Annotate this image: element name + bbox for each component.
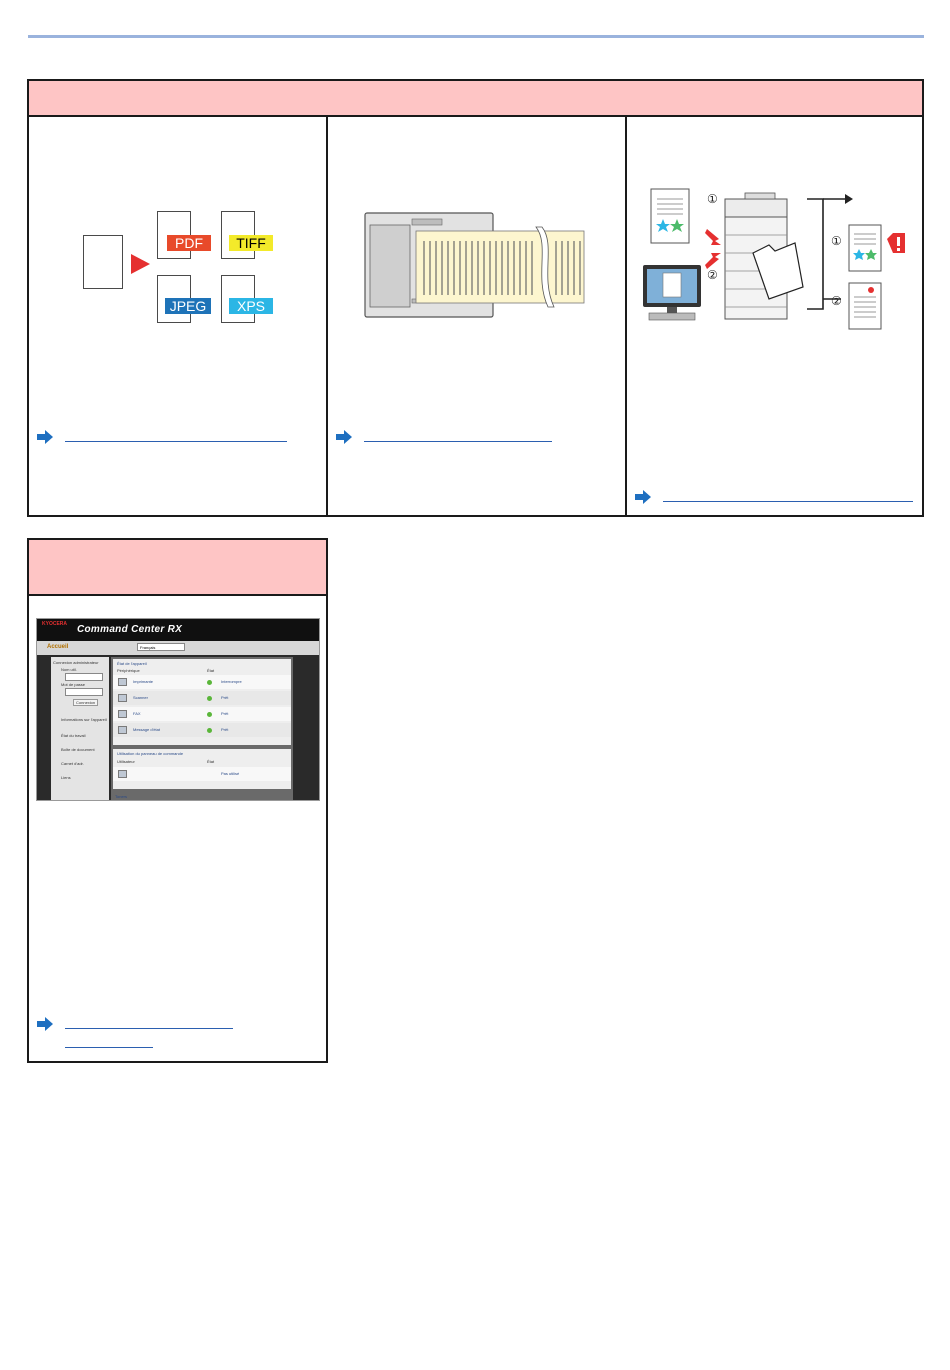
reference-link[interactable] xyxy=(635,489,915,505)
nav-address-book: Carnet d'adr. xyxy=(61,761,84,766)
pdf-format-label: PDF xyxy=(167,235,211,251)
nav-job-status: État du travail xyxy=(61,733,86,738)
reference-link[interactable] xyxy=(336,429,596,445)
device-row: FAX Prêt xyxy=(113,707,291,721)
device-status: Prêt xyxy=(221,711,229,716)
device-status-box: État de l'appareil Périphérique État Imp… xyxy=(113,659,291,745)
col-device: Périphérique xyxy=(117,668,140,673)
username-label: Nom util. xyxy=(61,667,77,672)
password-label: Mot de passe xyxy=(61,682,86,687)
nav-document-box: Boîte de document xyxy=(61,747,95,752)
column-divider xyxy=(326,115,328,515)
feature-panel-command-center: KYOCERA Command Center RX Accueil França… xyxy=(27,538,328,1063)
scanner-icon xyxy=(118,694,127,702)
svg-text:①: ① xyxy=(707,192,718,206)
app-title: Command Center RX xyxy=(77,624,183,635)
device-status: Prêt xyxy=(221,727,229,732)
long-original-scan-illustration xyxy=(364,212,585,318)
device-name: FAX xyxy=(133,711,141,716)
svg-text:②: ② xyxy=(707,268,718,282)
svg-text:①: ① xyxy=(831,234,842,248)
nav-device-info: Informations sur l'appareil xyxy=(61,717,107,722)
panel-usage-heading: Utilisation du panneau de commande xyxy=(117,751,184,756)
tiff-format-label: TIFF xyxy=(229,235,273,251)
screenshot-main: État de l'appareil Périphérique État Imp… xyxy=(111,657,293,800)
password-field xyxy=(65,688,103,696)
link-underline xyxy=(663,501,913,502)
link-arrow-icon xyxy=(37,430,53,444)
link-underline xyxy=(65,1028,233,1029)
language-select: Français xyxy=(137,643,185,651)
panel-header xyxy=(29,81,922,117)
jpeg-format-label: JPEG xyxy=(165,298,211,314)
brand-logo: KYOCERA xyxy=(42,621,68,627)
column-divider xyxy=(625,115,627,515)
reference-link[interactable] xyxy=(37,1016,297,1032)
screenshot-sidebar: Connexion administrateur Nom util. Mot d… xyxy=(51,657,109,800)
col-user: Utilisateur xyxy=(117,759,135,764)
status-dot xyxy=(207,728,212,733)
device-name: Imprimante xyxy=(133,679,154,684)
link-underline xyxy=(364,441,552,442)
user-status: Pas utilisé xyxy=(221,771,240,776)
fax-icon xyxy=(118,710,127,718)
link-underline xyxy=(65,441,287,442)
user-row: Pas utilisé xyxy=(113,767,291,781)
user-icon xyxy=(118,770,127,778)
command-center-screenshot: KYOCERA Command Center RX Accueil França… xyxy=(36,618,320,801)
col-status: État xyxy=(207,668,215,673)
device-name: Scanner xyxy=(133,695,148,700)
feature-cell-file-formats: PDF TIFF JPEG XPS xyxy=(29,115,326,515)
home-link: Accueil xyxy=(47,644,69,650)
device-name: Message d'état xyxy=(133,727,161,732)
device-row: Imprimante Interrompre xyxy=(113,675,291,689)
link-arrow-icon xyxy=(336,430,352,444)
panel-usage-box: Utilisation du panneau de commande Utili… xyxy=(113,749,291,789)
status-dot xyxy=(207,680,212,685)
device-status: Interrompre xyxy=(221,679,242,684)
login-button: Connexion xyxy=(73,699,99,706)
link-arrow-icon xyxy=(635,490,651,504)
status-dot xyxy=(207,696,212,701)
printer-icon xyxy=(118,678,127,686)
feature-cell-long-original xyxy=(328,115,625,515)
username-field xyxy=(65,673,103,681)
convert-arrow-icon xyxy=(131,254,150,274)
device-row: Scanner Prêt xyxy=(113,691,291,705)
top-rule xyxy=(28,35,924,38)
feature-cell-job-flow: ① ② ① ② xyxy=(627,115,922,515)
reference-link[interactable] xyxy=(37,429,297,445)
screenshot-header: KYOCERA Command Center RX xyxy=(37,619,319,641)
feature-panel-top: PDF TIFF JPEG XPS xyxy=(27,79,924,517)
link-arrow-icon xyxy=(37,1017,53,1031)
device-status-heading: État de l'appareil xyxy=(117,661,147,666)
link-underline-continued[interactable] xyxy=(65,1047,153,1048)
status-dot xyxy=(207,712,212,717)
source-document-icon xyxy=(83,235,123,289)
message-icon xyxy=(118,726,127,734)
col-status-2: État xyxy=(207,759,215,764)
toner-heading: Toners xyxy=(115,794,128,799)
nav-links: Liens xyxy=(61,775,71,780)
device-status: Prêt xyxy=(221,695,229,700)
panel-header xyxy=(29,540,326,596)
device-row: Message d'état Prêt xyxy=(113,723,291,737)
login-heading: Connexion administrateur xyxy=(53,660,99,665)
job-flow-illustration: ① ② ① ② xyxy=(643,188,905,330)
screenshot-toolbar: Accueil Français xyxy=(37,641,319,655)
svg-text:②: ② xyxy=(831,294,842,308)
xps-format-label: XPS xyxy=(229,298,273,314)
